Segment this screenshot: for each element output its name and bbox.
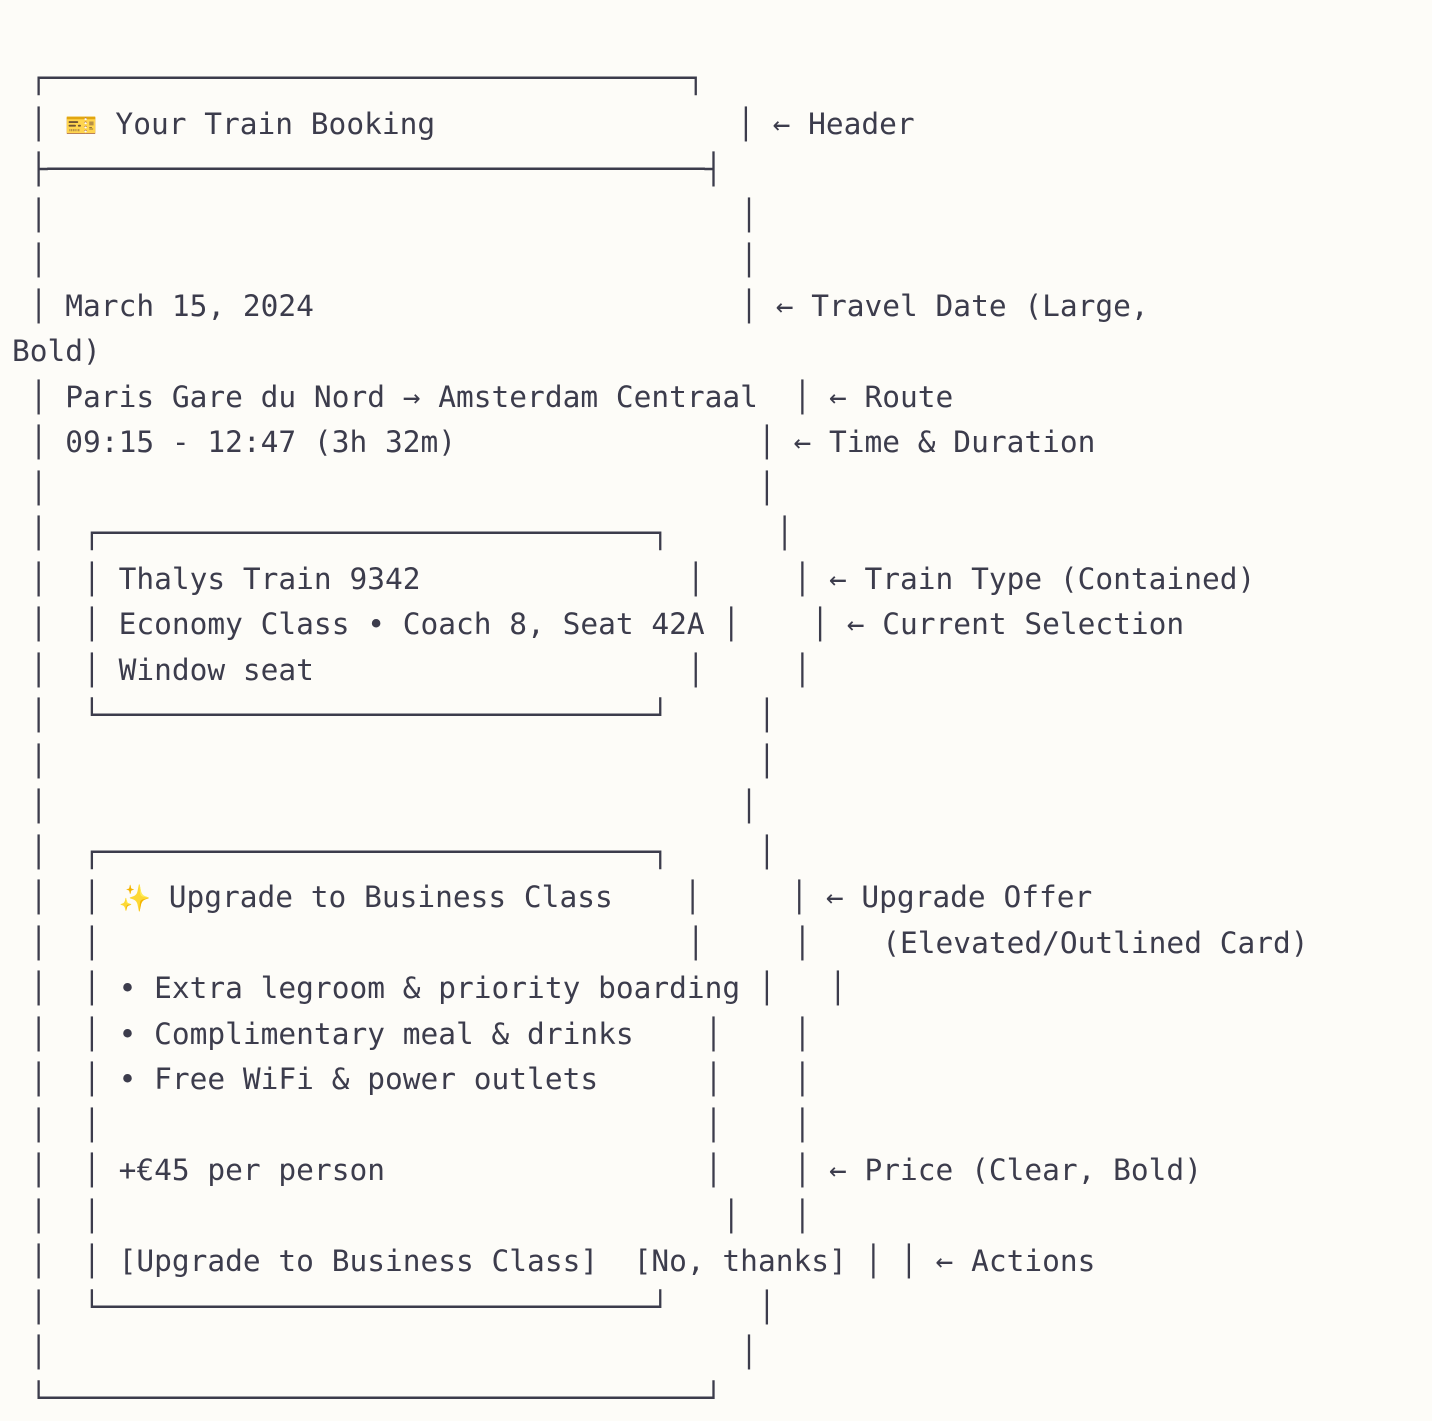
header-divider: ├─────────────────────────────────────┤ <box>12 147 1432 193</box>
travel-date-row[interactable]: │ March 15, 2024 │ ← Travel Date (Large, <box>12 284 1432 330</box>
upgrade-benefit-row: │ │ • Free WiFi & power outlets │ │ <box>12 1057 1432 1103</box>
spacer-row: │ │ <box>12 193 1432 239</box>
ticket-icon: 🎫 <box>65 111 97 141</box>
ascii-wireframe-canvas: ┌────────────────────────────────────┐ │… <box>0 0 1432 1316</box>
time-duration-row: │ 09:15 - 12:47 (3h 32m) │ ← Time & Dura… <box>12 420 1432 466</box>
spacer-row: │ │ <box>12 466 1432 512</box>
sparkles-icon: ✨ <box>119 884 151 914</box>
upgrade-title-row[interactable]: │ │ ✨ Upgrade to Business Class │ │ ← Up… <box>12 875 1432 921</box>
train-card-bottom-border: │ └───────────────────────────────┘ │ <box>12 693 1432 739</box>
travel-date-annotation-cont: Bold) <box>12 329 1432 375</box>
upgrade-price-row: │ │ +€45 per person │ │ ← Price (Clear, … <box>12 1148 1432 1194</box>
spacer-row: │ │ │ │ <box>12 1103 1432 1149</box>
upgrade-card-top-border: │ ┌───────────────────────────────┐ │ <box>12 830 1432 876</box>
upgrade-offer-annot-cont: │ │ │ │ (Elevated/Outlined Card) <box>12 921 1432 967</box>
upgrade-benefit-row: │ │ • Complimentary meal & drinks │ │ <box>12 1012 1432 1058</box>
train-name-row[interactable]: │ │ Thalys Train 9342 │ │ ← Train Type (… <box>12 557 1432 603</box>
route-row[interactable]: │ Paris Gare du Nord → Amsterdam Centraa… <box>12 375 1432 421</box>
train-seat-row: │ │ Economy Class • Coach 8, Seat 42A │ … <box>12 602 1432 648</box>
spacer-row: │ │ <box>12 784 1432 830</box>
train-card-top-border: │ ┌───────────────────────────────┐ │ <box>12 511 1432 557</box>
spacer-row: │ │ <box>12 1330 1432 1376</box>
upgrade-card-bottom-border: │ └───────────────────────────────┘ │ <box>12 1285 1432 1331</box>
upgrade-actions-row[interactable]: │ │ [Upgrade to Business Class] [No, tha… <box>12 1239 1432 1285</box>
train-window-row: │ │ Window seat │ │ <box>12 648 1432 694</box>
header-row[interactable]: │ 🎫 Your Train Booking │ ← Header <box>12 102 1432 148</box>
outer-box-top-border: ┌────────────────────────────────────┐ <box>12 56 1432 102</box>
spacer-row: │ │ │ │ <box>12 1194 1432 1240</box>
spacer-row: │ │ <box>12 238 1432 284</box>
spacer-row: │ │ <box>12 739 1432 785</box>
upgrade-benefit-row: │ │ • Extra legroom & priority boarding … <box>12 966 1432 1012</box>
outer-box-bottom-border: └─────────────────────────────────────┘ <box>12 1376 1432 1421</box>
